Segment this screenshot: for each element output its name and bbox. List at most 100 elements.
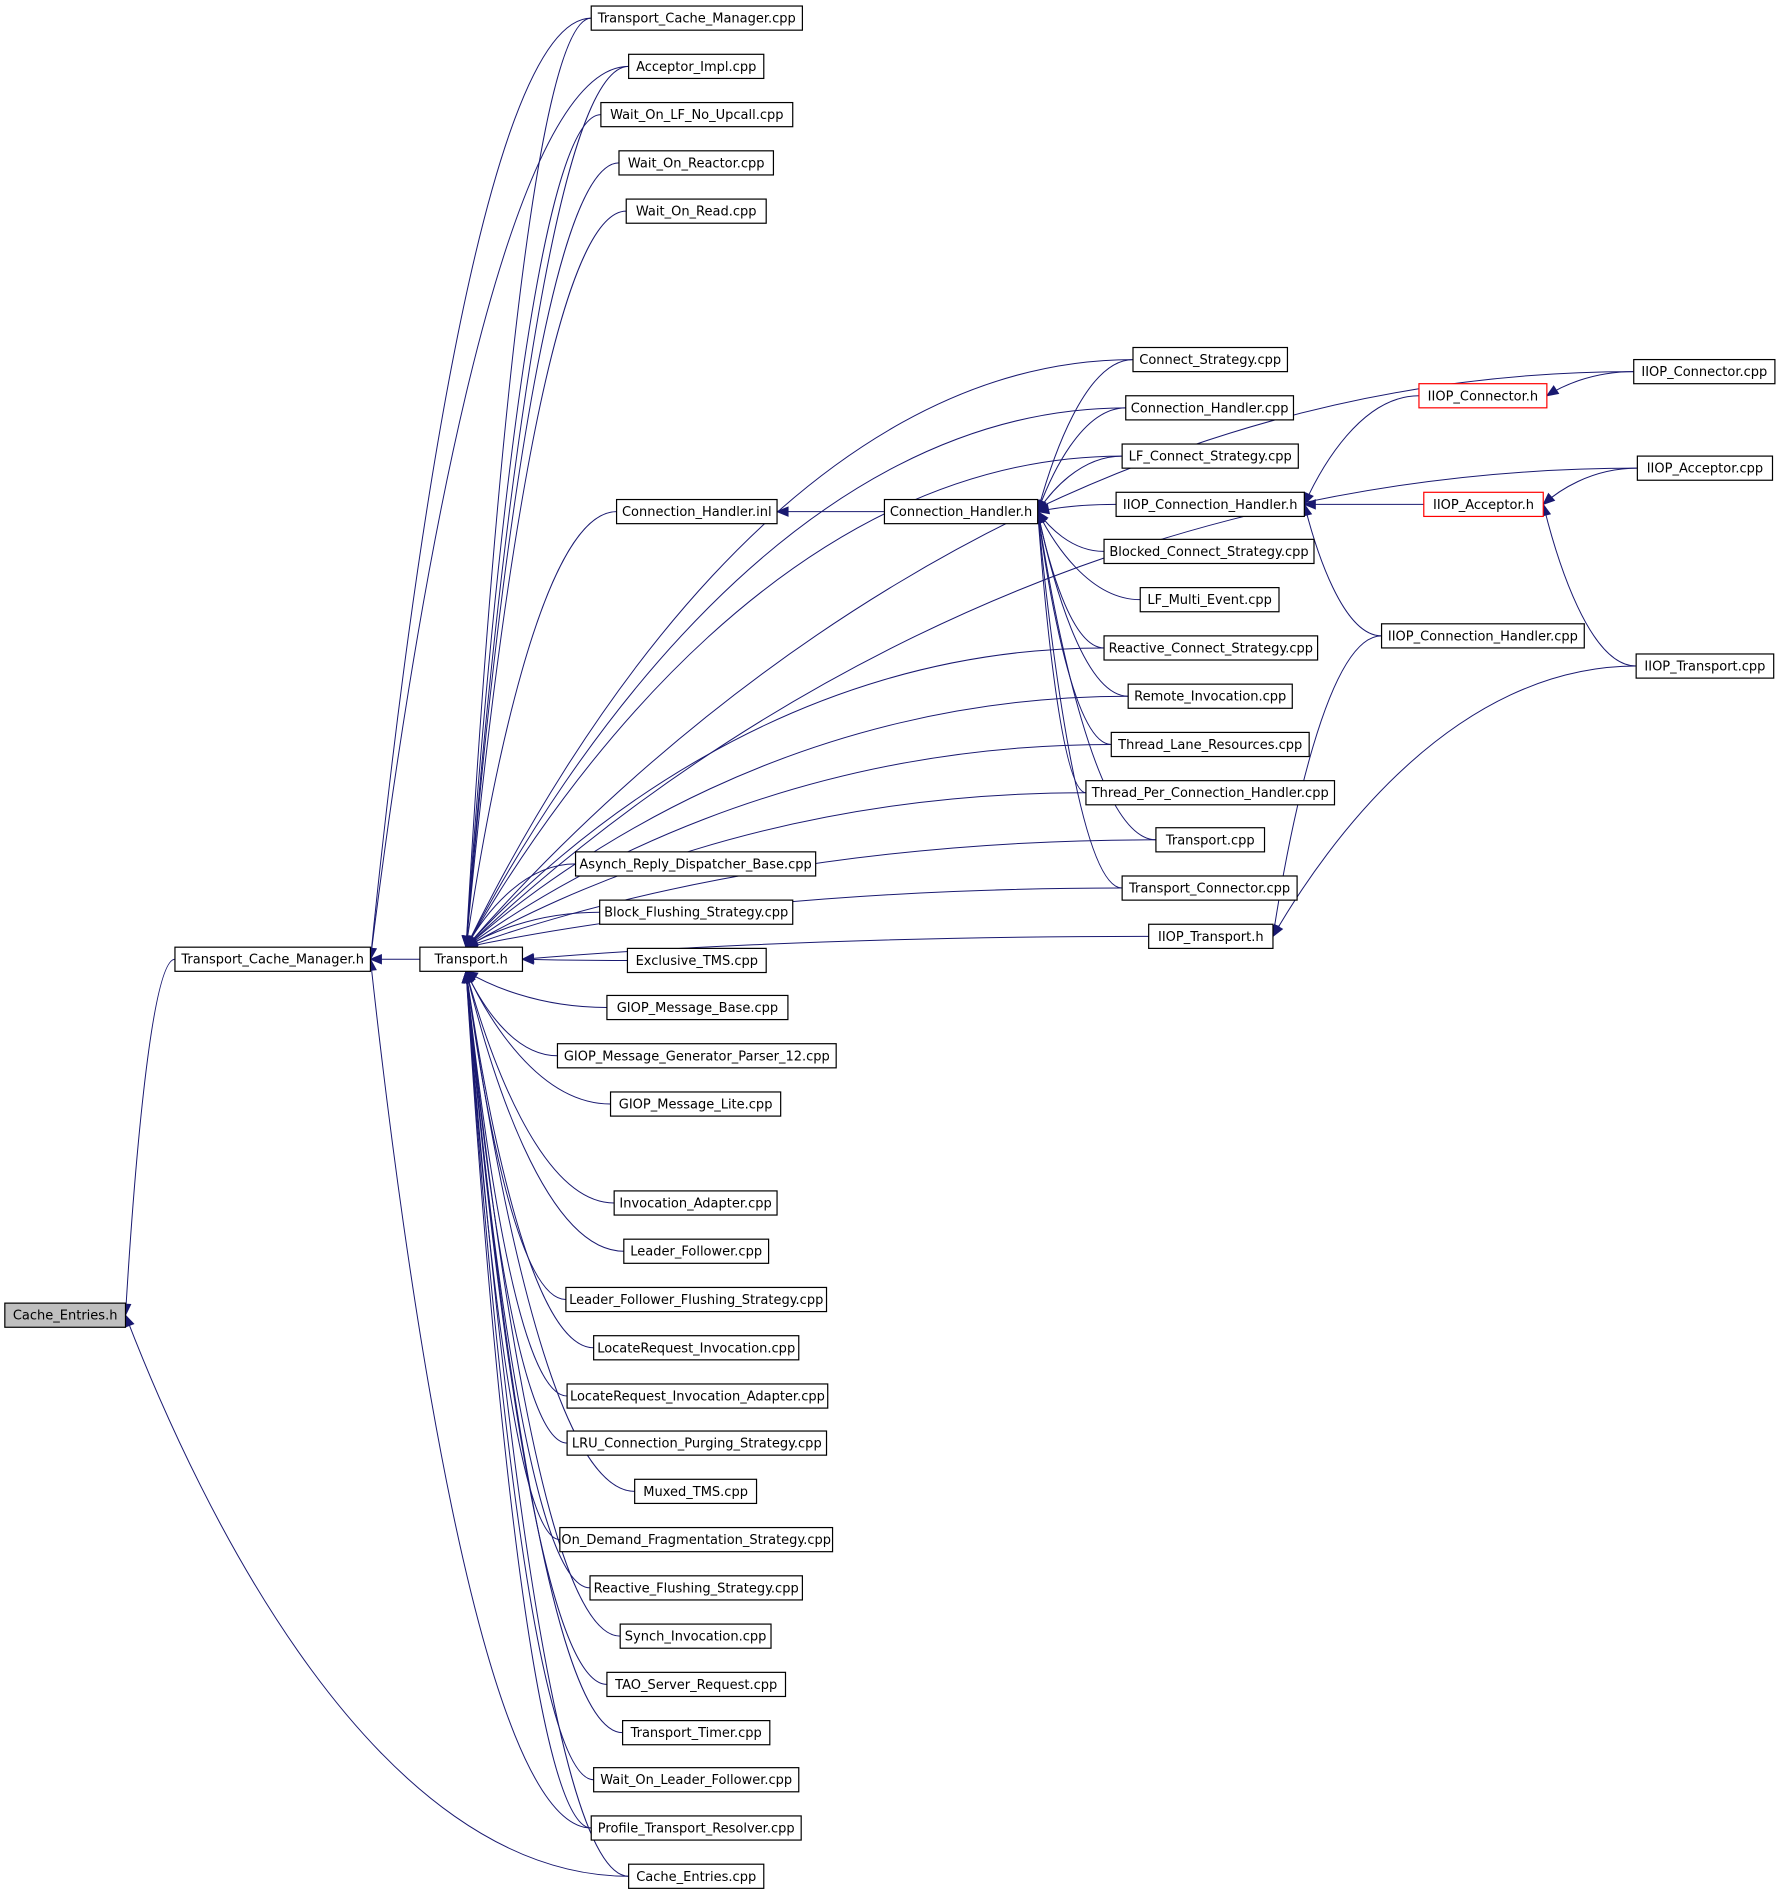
node-ch-h[interactable]: Connection_Handler.h: [883, 498, 1039, 525]
node-transport-h[interactable]: Transport.h: [419, 946, 524, 972]
node-inv-adapter[interactable]: Invocation_Adapter.cpp: [613, 1190, 778, 1216]
node-lf-flushing[interactable]: Leader_Follower_Flushing_Strategy.cpp: [565, 1286, 828, 1313]
node-transport-timer[interactable]: Transport_Timer.cpp: [622, 1720, 771, 1746]
node-box: [634, 1478, 758, 1505]
node-locate-inv-adapter[interactable]: LocateRequest_Invocation_Adapter.cpp: [566, 1383, 829, 1409]
node-label: On_Demand_Fragmentation_Strategy.cpp: [561, 1533, 831, 1548]
edge: [124, 958, 176, 1316]
node-ch-cpp[interactable]: Connection_Handler.cpp: [1125, 395, 1295, 421]
edge: [1546, 371, 1634, 397]
node-label: Muxed_TMS.cpp: [643, 1485, 748, 1500]
node-tcm-cpp[interactable]: Transport_Cache_Manager.cpp: [590, 5, 803, 31]
edge-arrowhead: [775, 506, 789, 517]
edge: [465, 162, 619, 948]
edge: [465, 371, 1634, 948]
edge: [465, 971, 594, 1349]
node-lru-purging[interactable]: LRU_Connection_Purging_Strategy.cpp: [566, 1430, 828, 1456]
node-box: [1127, 683, 1293, 709]
node-reactive-flush[interactable]: Reactive_Flushing_Strategy.cpp: [589, 1575, 803, 1601]
node-on-demand-frag[interactable]: On_Demand_Fragmentation_Strategy.cpp: [559, 1526, 834, 1553]
node-wait-read[interactable]: Wait_On_Read.cpp: [625, 198, 767, 224]
edge: [1272, 665, 1637, 937]
edge: [465, 971, 615, 1204]
node-box: [1085, 780, 1336, 806]
edge: [1037, 511, 1141, 601]
edge: [1303, 395, 1419, 505]
node-box: [1121, 443, 1299, 469]
node-asynch-rdb[interactable]: Asynch_Reply_Dispatcher_Base.cpp: [574, 851, 817, 877]
node-label: Cache_Entries.h: [13, 1309, 118, 1324]
edge: [465, 65, 629, 948]
node-locate-inv[interactable]: LocateRequest_Invocation.cpp: [593, 1335, 800, 1361]
nodes-layer: Cache_Entries.h Transport_Cache_Manager.h…: [4, 5, 1776, 1889]
node-transport-conn[interactable]: Transport_Connector.cpp: [1121, 875, 1298, 901]
node-box: [593, 1335, 800, 1361]
node-label: Wait_On_Read.cpp: [636, 205, 757, 220]
node-iiop-connector-cpp[interactable]: IIOP_Connector.cpp: [1633, 358, 1776, 385]
node-blocked-cs[interactable]: Blocked_Connect_Strategy.cpp: [1103, 538, 1315, 565]
edges-layer: [120, 17, 1638, 1877]
edge-arrowhead: [521, 954, 535, 965]
node-tcm-h[interactable]: Transport_Cache_Manager.h: [174, 946, 372, 972]
node-transport-cpp[interactable]: Transport.cpp: [1155, 827, 1266, 853]
node-tao-server-req[interactable]: TAO_Server_Request.cpp: [606, 1671, 787, 1698]
edge: [465, 210, 627, 948]
node-label: GIOP_Message_Generator_Parser_12.cpp: [564, 1049, 830, 1064]
node-iiop-ch-cpp[interactable]: IIOP_Connection_Handler.cpp: [1380, 623, 1585, 649]
node-label: Wait_On_LF_No_Upcall.cpp: [610, 108, 783, 123]
node-exclusive-tms[interactable]: Exclusive_TMS.cpp: [626, 947, 767, 974]
node-wait-lf[interactable]: Wait_On_Leader_Follower.cpp: [593, 1767, 800, 1793]
node-box: [609, 1091, 782, 1117]
node-profile-tr[interactable]: Profile_Transport_Resolver.cpp: [590, 1815, 802, 1841]
node-giop-mgp12[interactable]: GIOP_Message_Generator_Parser_12.cpp: [556, 1043, 837, 1069]
node-tpch[interactable]: Thread_Per_Connection_Handler.cpp: [1085, 780, 1336, 806]
node-box: [600, 101, 794, 128]
node-box: [1633, 358, 1776, 385]
node-ch-inl[interactable]: Connection_Handler.inl: [615, 498, 778, 525]
node-label: Leader_Follower_Flushing_Strategy.cpp: [569, 1293, 823, 1308]
node-lf-multi[interactable]: LF_Multi_Event.cpp: [1139, 587, 1280, 613]
node-iiop-transport-cpp[interactable]: IIOP_Transport.cpp: [1635, 653, 1775, 679]
node-giop-mb[interactable]: GIOP_Message_Base.cpp: [606, 994, 789, 1021]
node-label: Transport_Connector.cpp: [1128, 882, 1290, 897]
node-iiop-acceptor-cpp[interactable]: IIOP_Acceptor.cpp: [1636, 455, 1774, 481]
node-box: [1423, 491, 1544, 518]
node-iiop-ch-h[interactable]: IIOP_Connection_Handler.h: [1115, 491, 1305, 518]
node-label: Wait_On_Reactor.cpp: [628, 156, 765, 171]
node-giop-ml[interactable]: GIOP_Message_Lite.cpp: [609, 1091, 782, 1117]
node-label: IIOP_Acceptor.h: [1433, 498, 1534, 513]
node-block-flush[interactable]: Block_Flushing_Strategy.cpp: [599, 899, 794, 925]
edge: [369, 959, 592, 1829]
node-iiop-transport-h[interactable]: IIOP_Transport.h: [1148, 923, 1274, 949]
edge: [465, 971, 621, 1637]
node-label: LF_Multi_Event.cpp: [1147, 593, 1272, 608]
node-iiop-connector-h[interactable]: IIOP_Connector.h: [1418, 383, 1548, 409]
node-wait-reactor[interactable]: Wait_On_Reactor.cpp: [618, 150, 775, 176]
node-reactive-cs[interactable]: Reactive_Connect_Strategy.cpp: [1103, 635, 1319, 661]
node-leader-follower[interactable]: Leader_Follower.cpp: [623, 1238, 770, 1264]
node-cache-entries-cpp[interactable]: Cache_Entries.cpp: [628, 1863, 765, 1889]
node-label: Transport_Timer.cpp: [630, 1726, 762, 1741]
node-box: [628, 53, 765, 80]
node-muxed-tms[interactable]: Muxed_TMS.cpp: [634, 1478, 758, 1505]
node-box: [174, 946, 372, 972]
node-synch-inv[interactable]: Synch_Invocation.cpp: [619, 1623, 772, 1649]
node-box: [1115, 491, 1305, 518]
node-label: Connection_Handler.inl: [622, 505, 772, 520]
node-box: [1380, 623, 1585, 649]
node-box: [628, 1863, 765, 1889]
node-connect-strategy[interactable]: Connect_Strategy.cpp: [1132, 346, 1289, 373]
node-acceptor-impl[interactable]: Acceptor_Impl.cpp: [628, 53, 765, 80]
node-cache-entries-h[interactable]: Cache_Entries.h: [4, 1302, 127, 1328]
node-thread-lane[interactable]: Thread_Lane_Resources.cpp: [1110, 731, 1310, 758]
node-label: Remote_Invocation.cpp: [1134, 690, 1286, 705]
node-box: [559, 1526, 834, 1553]
edge: [465, 511, 617, 948]
node-remote-inv[interactable]: Remote_Invocation.cpp: [1127, 683, 1293, 709]
edge: [465, 971, 611, 1105]
node-label: Invocation_Adapter.cpp: [619, 1196, 771, 1211]
node-iiop-acceptor-h[interactable]: IIOP_Acceptor.h: [1423, 491, 1544, 518]
node-lf-connect[interactable]: LF_Connect_Strategy.cpp: [1121, 443, 1299, 469]
node-wait-lf-noup[interactable]: Wait_On_LF_No_Upcall.cpp: [600, 101, 794, 128]
